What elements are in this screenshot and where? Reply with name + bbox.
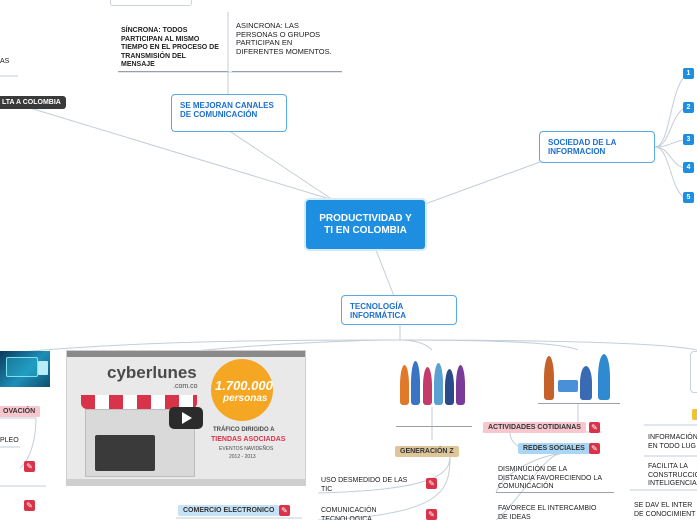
traffic-line4: 2012 - 2013 [229, 454, 256, 460]
facilita-text: FACILITA LA CONSTRUCCIÓN INTELIGENCIA [648, 463, 697, 487]
branch-tecnologia[interactable]: TECNOLOGÍA INFORMÁTICA [341, 295, 457, 325]
count-label: personas [223, 393, 268, 404]
comunicacion-text: COMUNICACIÓN TECNOLOGICA [321, 507, 377, 520]
count-number: 1.700.000 [215, 378, 273, 393]
number-icon-2[interactable]: 2 [683, 102, 694, 113]
branch-sociedad[interactable]: SOCIEDAD DE LA INFORMACION [539, 131, 655, 163]
asincrona-text: ASINCRONA: LAS PERSONAS O GRUPOS PARTICI… [236, 21, 332, 56]
laptop [95, 435, 155, 471]
traffic-line2: TIENDAS ASOCIADAS [211, 436, 286, 443]
comercio-tag[interactable]: COMERCIO ELECTRONICO [178, 505, 280, 516]
redes-tag[interactable]: REDES SOCIALES [518, 443, 590, 454]
number-icon-4[interactable]: 4 [683, 162, 694, 173]
left-pleo-text: PLEO [0, 437, 19, 444]
play-icon [182, 412, 192, 424]
number-icon-3[interactable]: 3 [683, 134, 694, 145]
sedav-text: SE DAV EL INTER DE CONOCIMIENT [634, 502, 696, 518]
cyberlunes-domain: .com.co [173, 383, 198, 390]
traffic-line1: TRÁFICO DIRIGIDO A [213, 427, 275, 433]
informacion-text: INFORMACIÓN EN TODO LUG [648, 434, 697, 450]
disminucion-underline [496, 492, 614, 493]
left-dark-tag[interactable]: LTA A COLOMBIA [0, 96, 66, 109]
right-partial-box [690, 351, 697, 393]
left-partial-text: AS [0, 58, 10, 65]
branch-canales[interactable]: SE MEJORAN CANALES DE COMUNICACIÓN [171, 94, 287, 132]
number-icon-5[interactable]: 5 [683, 192, 694, 203]
disminucion-text: DISMINUCIÓN DE LA DISTANCIA FAVORECIENDO… [498, 466, 602, 490]
play-button[interactable] [169, 407, 203, 429]
left-ovacion-tag[interactable]: OVACIÓN [0, 406, 41, 417]
cyberlunes-brand: cyberlunes [107, 363, 197, 382]
uso-text: USO DESMEDIDO DE LAS TIC [321, 477, 408, 493]
actividades-tag[interactable]: ACTIVIDADES COTIDIANAS [483, 422, 586, 433]
sincrona-underline [118, 71, 228, 72]
mindmap-icon-redes[interactable]: ✎ [589, 443, 600, 454]
cyberlunes-image[interactable]: cyberlunes .com.co 1.700.000 personas TR… [66, 350, 306, 486]
mindmap-icon-comercio[interactable]: ✎ [279, 505, 290, 516]
central-topic[interactable]: PRODUCTIVIDAD Y TI EN COLOMBIA [306, 200, 425, 249]
right-yellow-marker [692, 409, 697, 420]
central-topic-label: PRODUCTIVIDAD Y TI EN COLOMBIA [319, 212, 412, 236]
mindmap-icon-uso[interactable]: ✎ [426, 478, 437, 489]
asincrona-underline [232, 71, 342, 72]
tech-image [0, 351, 50, 387]
children-image [396, 351, 470, 407]
people-laptops-image [540, 350, 616, 404]
number-icon-1[interactable]: 1 [683, 68, 694, 79]
mindmap-icon-actividades[interactable]: ✎ [589, 422, 600, 433]
partial-box-top [110, 0, 192, 6]
children-underline [396, 426, 472, 427]
mindmap-icon-comunicacion[interactable]: ✎ [426, 509, 437, 520]
branch-canales-label: SE MEJORAN CANALES DE COMUNICACIÓN [180, 101, 274, 119]
mindmap-icon-left-1[interactable]: ✎ [24, 461, 35, 472]
branch-sociedad-label: SOCIEDAD DE LA INFORMACION [548, 138, 617, 156]
traffic-line3: EVENTOS NAVIDEÑOS [219, 446, 274, 452]
mindmap-icon-left-2[interactable]: ✎ [24, 500, 35, 511]
count-badge [211, 359, 273, 421]
branch-tecnologia-label: TECNOLOGÍA INFORMÁTICA [350, 302, 406, 320]
people-underline [538, 403, 620, 404]
sincrona-text: SÍNCRONA: TODOS PARTICIPAN AL MISMO TIEM… [121, 27, 219, 68]
favorece-text: FAVORECE EL INTERCAMBIO DE IDEAS [498, 505, 597, 520]
awning [81, 395, 197, 409]
generacion-tag[interactable]: GENERACIÓN Z [395, 446, 459, 457]
